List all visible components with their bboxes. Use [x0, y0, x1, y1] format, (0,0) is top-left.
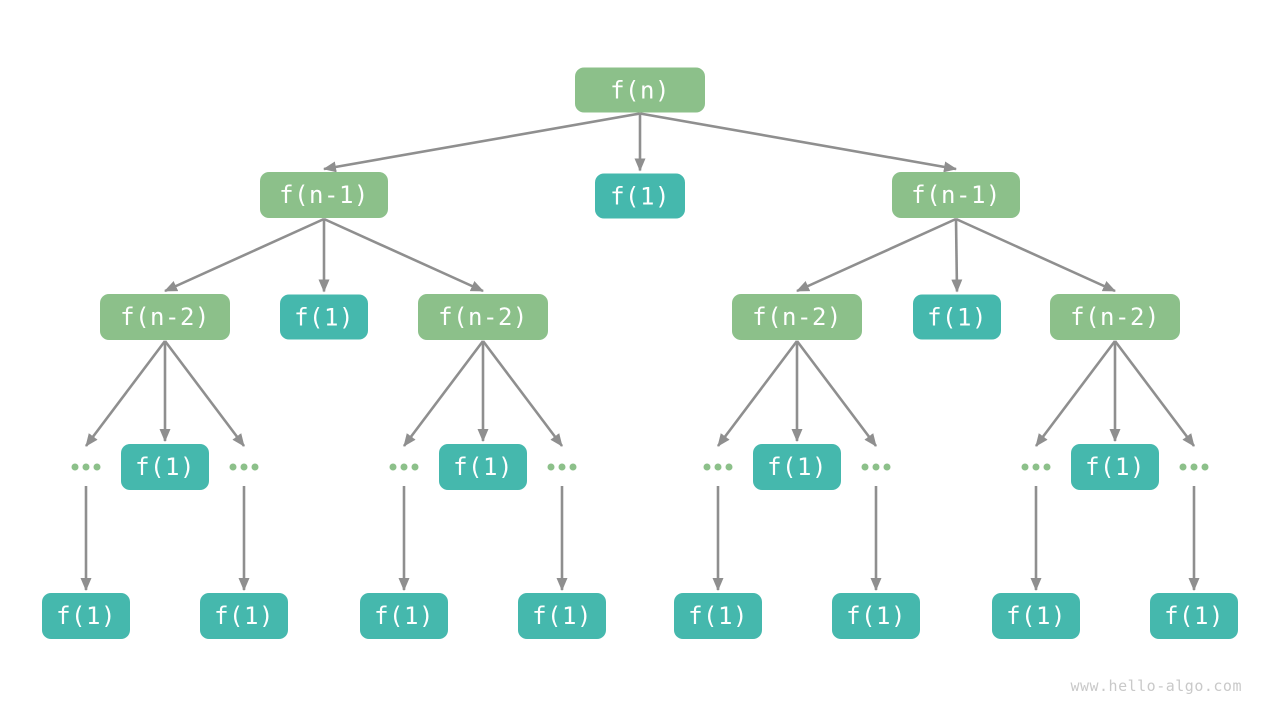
recursive-call-node: f(n-1) [892, 172, 1020, 218]
base-case-node: f(1) [674, 593, 762, 639]
recursive-call-node: f(n) [575, 67, 705, 113]
ellipsis-dot-icon [71, 463, 79, 471]
tree-edge-arrow [716, 340, 799, 447]
ellipsis-dot-icon [82, 463, 90, 471]
tree-edge-arrow [1113, 340, 1196, 447]
tree-edge-arrow [323, 112, 641, 173]
ellipsis-dot-icon [725, 463, 733, 471]
ellipsis-dot-icon [872, 463, 880, 471]
base-case-node: f(1) [42, 593, 130, 639]
ellipsis-dot-icon [1032, 463, 1040, 471]
tree-edge-arrow [639, 112, 957, 173]
ellipsis-dot-icon [389, 463, 397, 471]
ellipsis-node [1179, 463, 1209, 471]
tree-edge-arrow [796, 217, 957, 293]
base-case-node: f(1) [200, 593, 288, 639]
tree-edge-arrow [163, 340, 246, 447]
ellipsis-dot-icon [400, 463, 408, 471]
tree-edge-arrow [951, 218, 963, 293]
base-case-node: f(1) [913, 294, 1001, 340]
base-case-node: f(1) [832, 593, 920, 639]
base-case-node: f(1) [753, 444, 841, 490]
ellipsis-node [71, 463, 101, 471]
ellipsis-dot-icon [229, 463, 237, 471]
ellipsis-node [389, 463, 419, 471]
ellipsis-dot-icon [411, 463, 419, 471]
tree-edge-arrow [84, 340, 167, 447]
base-case-node: f(1) [439, 444, 527, 490]
ellipsis-dot-icon [1179, 463, 1187, 471]
base-case-node: f(1) [360, 593, 448, 639]
tree-edge-arrow [164, 217, 325, 293]
ellipsis-dot-icon [558, 463, 566, 471]
tree-edge-arrow [955, 217, 1116, 293]
base-case-node: f(1) [1071, 444, 1159, 490]
ellipsis-dot-icon [240, 463, 248, 471]
ellipsis-dot-icon [861, 463, 869, 471]
tree-edge-arrow [481, 340, 564, 447]
base-case-node: f(1) [992, 593, 1080, 639]
ellipsis-dot-icon [547, 463, 555, 471]
ellipsis-dot-icon [1201, 463, 1209, 471]
ellipsis-node [1021, 463, 1051, 471]
ellipsis-node [547, 463, 577, 471]
ellipsis-dot-icon [883, 463, 891, 471]
ellipsis-dot-icon [1190, 463, 1198, 471]
recursive-call-node: f(n-1) [260, 172, 388, 218]
watermark: www.hello-algo.com [1070, 677, 1242, 695]
tree-edge-arrow [1034, 340, 1117, 447]
ellipsis-dot-icon [703, 463, 711, 471]
ellipsis-dot-icon [93, 463, 101, 471]
base-case-node: f(1) [518, 593, 606, 639]
ellipsis-node [229, 463, 259, 471]
recursive-call-node: f(n-2) [1050, 294, 1180, 340]
ellipsis-node [861, 463, 891, 471]
base-case-node: f(1) [1150, 593, 1238, 639]
recursive-call-node: f(n-2) [418, 294, 548, 340]
recursive-call-node: f(n-2) [732, 294, 862, 340]
tree-edge-arrow [795, 340, 878, 447]
base-case-node: f(1) [595, 173, 685, 219]
ellipsis-dot-icon [569, 463, 577, 471]
ellipsis-dot-icon [1043, 463, 1051, 471]
ellipsis-dot-icon [1021, 463, 1029, 471]
recursive-call-node: f(n-2) [100, 294, 230, 340]
ellipsis-dot-icon [714, 463, 722, 471]
base-case-node: f(1) [280, 294, 368, 340]
tree-edge-arrow [402, 340, 485, 447]
ellipsis-dot-icon [251, 463, 259, 471]
base-case-node: f(1) [121, 444, 209, 490]
ellipsis-node [703, 463, 733, 471]
tree-edge-arrow [323, 217, 484, 293]
